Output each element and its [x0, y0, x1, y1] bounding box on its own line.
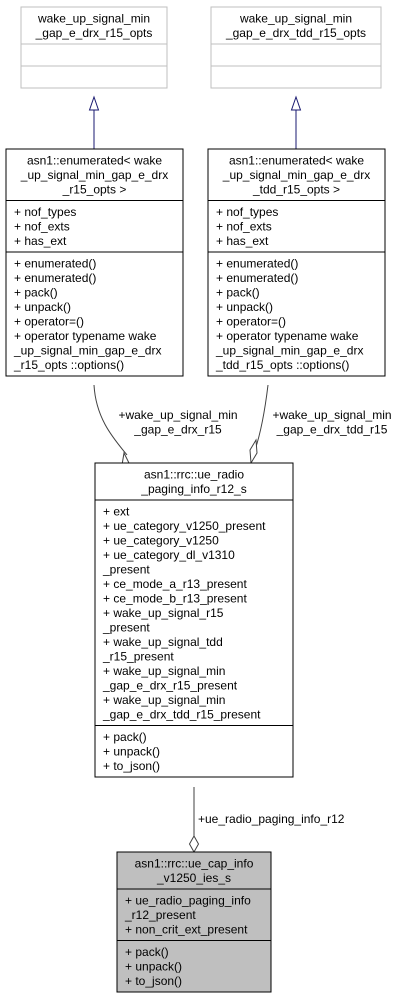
class-title-enum-tdd-r15-line-2: _tdd_r15_opts > — [252, 183, 340, 197]
class-title-ue-radio-paging-line-0: asn1::rrc::ue_radio — [144, 468, 244, 482]
class-box-opts-r15[interactable]: wake_up_signal_min_gap_e_drx_r15_opts — [20, 6, 168, 89]
class-title-opts-r15-line-0: wake_up_signal_min — [37, 12, 150, 26]
class-attribute-ue-cap-info-line-2: + non_crit_ext_present — [125, 923, 248, 937]
class-box-frame — [210, 6, 382, 89]
edge-label-line-1: _gap_e_drx_tdd_r15 — [276, 423, 388, 437]
class-method-enum-tdd-r15-line-6: _up_signal_min_gap_e_drx — [215, 344, 363, 358]
class-method-enum-r15-line-1: + enumerated() — [14, 271, 96, 285]
class-title-ue-cap-info-line-0: asn1::rrc::ue_cap_info — [135, 857, 254, 871]
class-title-enum-r15-line-1: _up_signal_min_gap_e_drx — [20, 168, 168, 182]
class-attribute-ue-radio-paging-line-11: + wake_up_signal_min — [103, 664, 225, 678]
class-method-enum-r15-line-3: + unpack() — [14, 300, 71, 314]
class-attribute-ue-cap-info-line-1: _r12_present — [124, 908, 196, 922]
class-method-enum-tdd-r15-line-7: _tdd_r15_opts ::options() — [215, 358, 349, 372]
class-title-enum-r15-line-2: _r15_opts > — [62, 183, 127, 197]
class-method-ue-radio-paging-line-2: + to_json() — [103, 759, 160, 773]
class-title-ue-radio-paging-line-1: _paging_info_r12_s — [140, 482, 246, 496]
class-attribute-ue-radio-paging-line-0: + ext — [103, 505, 130, 519]
class-box-enum-tdd-r15[interactable]: asn1::enumerated< wake_up_signal_min_gap… — [207, 148, 386, 377]
class-attribute-ue-radio-paging-line-10: _r15_present — [102, 650, 174, 664]
class-attribute-ue-radio-paging-line-12: _gap_e_drx_r15_present — [102, 679, 238, 693]
class-method-enum-tdd-r15-line-0: + enumerated() — [216, 257, 298, 271]
class-attribute-enum-r15-line-1: + nof_exts — [14, 220, 70, 234]
class-attribute-ue-radio-paging-line-1: + ue_category_v1250_present — [103, 519, 266, 533]
class-boxes: wake_up_signal_min_gap_e_drx_r15_optswak… — [5, 6, 386, 993]
class-title-enum-tdd-r15-line-0: asn1::enumerated< wake — [229, 154, 364, 168]
edge-label-line-1: _gap_e_drx_r15 — [133, 423, 222, 437]
class-box-frame — [5, 148, 184, 377]
class-method-enum-tdd-r15-line-3: + unpack() — [216, 300, 273, 314]
class-method-ue-cap-info-line-2: + to_json() — [125, 974, 182, 988]
class-box-frame — [207, 148, 386, 377]
class-attribute-enum-r15-line-0: + nof_types — [14, 205, 76, 219]
edge-label-line-0: +ue_radio_paging_info_r12 — [198, 812, 345, 826]
class-title-enum-r15-line-0: asn1::enumerated< wake — [27, 154, 162, 168]
class-title-opts-r15-line-1: _gap_e_drx_r15_opts — [35, 26, 153, 40]
class-attribute-ue-radio-paging-line-2: + ue_category_v1250 — [103, 534, 219, 548]
class-method-enum-tdd-r15-line-4: + operator=() — [216, 315, 286, 329]
class-attribute-ue-radio-paging-line-4: _present — [102, 563, 150, 577]
class-attribute-enum-tdd-r15-line-2: + has_ext — [216, 234, 269, 248]
association-edge-r15 — [93, 384, 128, 456]
class-box-enum-r15[interactable]: asn1::enumerated< wake_up_signal_min_gap… — [5, 148, 184, 377]
class-attribute-ue-radio-paging-line-8: _present — [102, 621, 150, 635]
class-attribute-ue-cap-info-line-0: + ue_radio_paging_info — [125, 894, 251, 908]
class-method-ue-cap-info-line-0: + pack() — [125, 945, 169, 959]
class-attribute-ue-radio-paging-line-7: + wake_up_signal_r15 — [103, 606, 224, 620]
class-method-enum-r15-line-5: + operator typename wake — [14, 329, 157, 343]
class-method-enum-r15-line-0: + enumerated() — [14, 257, 96, 271]
class-method-ue-cap-info-line-1: + unpack() — [125, 960, 182, 974]
class-method-enum-r15-line-6: _up_signal_min_gap_e_drx — [13, 344, 161, 358]
class-method-enum-tdd-r15-line-1: + enumerated() — [216, 271, 298, 285]
class-attribute-enum-tdd-r15-line-1: + nof_exts — [216, 220, 272, 234]
class-method-enum-r15-line-7: _r15_opts ::options() — [13, 358, 124, 372]
class-title-ue-cap-info-line-1: _v1250_ies_s — [156, 871, 231, 885]
edge-label-line-0: +wake_up_signal_min — [118, 408, 237, 422]
class-attribute-ue-radio-paging-line-9: + wake_up_signal_tdd — [103, 635, 223, 649]
inheritance-arrowhead-tdd-r15 — [290, 95, 302, 111]
class-attribute-enum-r15-line-2: + has_ext — [14, 234, 67, 248]
edge-label-label-tdd-r15: +wake_up_signal_min_gap_e_drx_tdd_r15 — [272, 408, 391, 437]
class-box-frame — [116, 851, 272, 993]
class-attribute-ue-radio-paging-line-5: + ce_mode_a_r13_present — [103, 577, 247, 591]
class-title-enum-tdd-r15-line-1: _up_signal_min_gap_e_drx — [222, 168, 370, 182]
class-box-frame — [94, 462, 294, 778]
class-attribute-ue-radio-paging-line-14: _gap_e_drx_tdd_r15_present — [102, 708, 261, 722]
edge-label-line-0: +wake_up_signal_min — [272, 408, 391, 422]
class-method-enum-r15-line-4: + operator=() — [14, 315, 84, 329]
inheritance-arrowhead-r15 — [88, 95, 100, 111]
class-box-opts-tdd-r15[interactable]: wake_up_signal_min_gap_e_drx_tdd_r15_opt… — [210, 6, 382, 89]
class-title-opts-tdd-r15-line-1: _gap_e_drx_tdd_r15_opts — [225, 26, 366, 40]
association-diamond-tdd-r15 — [249, 438, 258, 465]
class-attribute-ue-radio-paging-line-6: + ce_mode_b_r13_present — [103, 592, 247, 606]
edge-label-label-paging: +ue_radio_paging_info_r12 — [198, 812, 345, 826]
edge-label-label-r15: +wake_up_signal_min_gap_e_drx_r15 — [118, 408, 237, 437]
class-attribute-ue-radio-paging-line-3: + ue_category_dl_v1310 — [103, 548, 235, 562]
class-method-enum-r15-line-2: + pack() — [14, 286, 58, 300]
edge-labels: +wake_up_signal_min_gap_e_drx_r15+wake_u… — [118, 408, 391, 826]
class-method-ue-radio-paging-line-0: + pack() — [103, 730, 147, 744]
class-method-ue-radio-paging-line-1: + unpack() — [103, 745, 160, 759]
class-title-opts-tdd-r15-line-0: wake_up_signal_min — [239, 12, 352, 26]
diagram-edges — [88, 95, 302, 854]
class-method-enum-tdd-r15-line-2: + pack() — [216, 286, 260, 300]
class-box-ue-radio-paging[interactable]: asn1::rrc::ue_radio_paging_info_r12_s+ e… — [94, 462, 294, 778]
class-attribute-enum-tdd-r15-line-0: + nof_types — [216, 205, 278, 219]
class-method-enum-tdd-r15-line-5: + operator typename wake — [216, 329, 359, 343]
association-diamond-paging — [188, 834, 200, 854]
class-box-ue-cap-info[interactable]: asn1::rrc::ue_cap_info_v1250_ies_s+ ue_r… — [116, 851, 272, 993]
class-attribute-ue-radio-paging-line-13: + wake_up_signal_min — [103, 693, 225, 707]
class-box-frame — [20, 6, 168, 89]
association-edge-tdd-r15 — [254, 384, 269, 451]
